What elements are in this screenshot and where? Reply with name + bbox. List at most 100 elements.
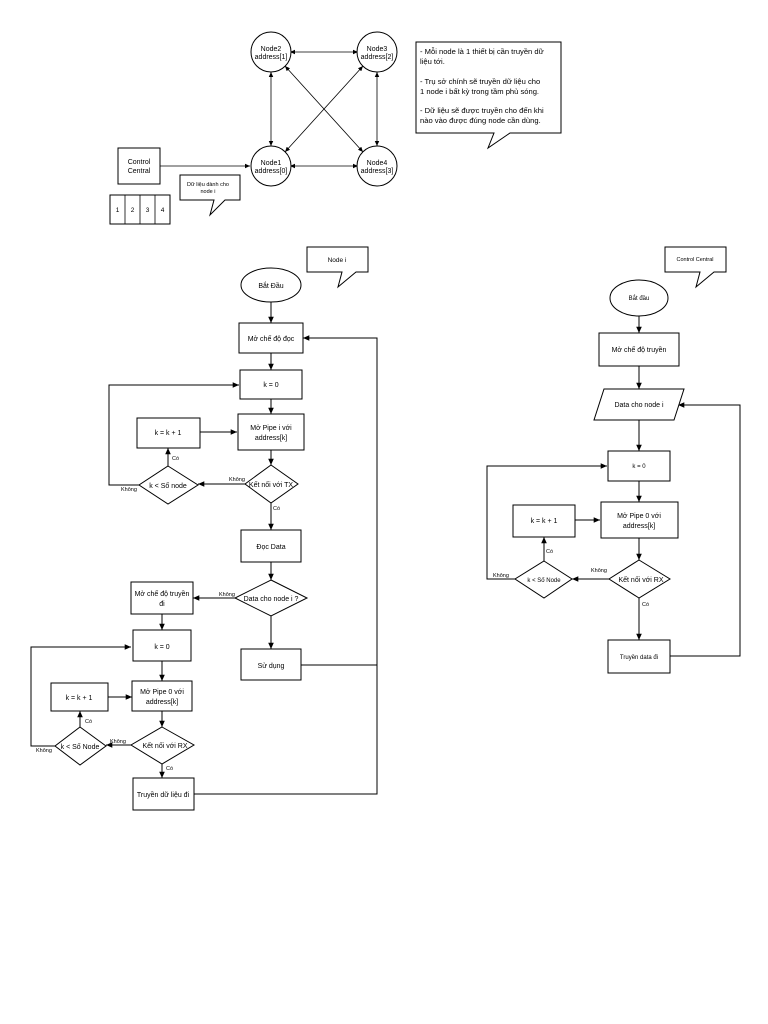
node1-address: address[0]: [255, 168, 288, 175]
node-open-pipe-line2: address[k]: [255, 435, 287, 442]
node4: Node4 address[3]: [356, 145, 398, 187]
node-open-pipe-line1: Mở Pipe i với: [250, 424, 292, 432]
control-start-label: Bắt đầu: [629, 295, 650, 302]
node-send-mode-line2: đi: [159, 601, 165, 608]
control-open-pipe: Mở Pipe 0 với address[k]: [600, 501, 679, 539]
node2-name: Node2: [261, 46, 282, 53]
edge-label-no: Không: [591, 568, 607, 574]
node-start-label: Bắt Đầu: [258, 281, 283, 290]
edge-label-yes: Có: [166, 766, 173, 772]
node-start: Bắt Đầu: [240, 267, 302, 303]
edge-label-yes: Có: [642, 602, 649, 608]
control-k-init: k = 0: [607, 450, 671, 482]
control-send-mode-label: Mở chế độ truyền: [612, 345, 667, 354]
node-read-mode: Mở chế độ đọc: [238, 322, 304, 354]
control-callout-text: Control Central: [677, 257, 714, 263]
control-label-line1: Control: [128, 159, 151, 166]
control-send: Truyền data đi: [607, 639, 671, 674]
network-topology: Node2 address[1] Node3 address[2] Node1 …: [109, 31, 562, 225]
node-open-pipe0-line1: Mở Pipe 0 với: [140, 688, 184, 696]
control-loop-check: k < Số Node: [514, 560, 573, 599]
description-line: nào vào được đúng node cần dùng.: [420, 116, 541, 125]
edge-label-no: Không: [36, 748, 52, 754]
buffer-cell: 1: [116, 207, 120, 214]
description-line: 1 node i bất kỳ trong tầm phủ sóng.: [420, 87, 539, 96]
description-line: - Trụ sở chính sẽ truyền dữ liệu cho: [420, 77, 540, 86]
control-k-inc-label: k = k + 1: [531, 518, 558, 525]
description-line: liệu tới.: [420, 57, 445, 66]
node-k-inc2-label: k = k + 1: [66, 695, 93, 702]
control-label-line2: Central: [128, 168, 151, 175]
node3-name: Node3: [367, 46, 388, 53]
node-tx-check-label: Kết nối với TX: [249, 480, 293, 489]
node-use: Sử dụng: [240, 648, 302, 681]
node-k-inc: k = k + 1: [136, 417, 201, 449]
description-callout: - Mỗi node là 1 thiết bị cần truyền dữ l…: [415, 41, 562, 150]
control-rx-check-label: Kết nối với RX: [618, 575, 663, 584]
node-k-init2-label: k = 0: [154, 644, 169, 651]
node3: Node3 address[2]: [356, 31, 398, 73]
node-tx-check: Kết nối với TX: [244, 464, 299, 504]
node-rx-check-label: Kết nối với RX: [142, 741, 187, 750]
control-open-pipe-line1: Mở Pipe 0 với: [617, 512, 661, 520]
node-read-data: Đọc Data: [240, 529, 302, 563]
buffer-cell: 4: [161, 207, 165, 214]
node4-name: Node4: [367, 160, 388, 167]
control-central-box: Control Central: [117, 147, 161, 185]
node-loop-check2: k < Số Node: [54, 726, 107, 766]
edge-label-no: Không: [219, 592, 235, 598]
buffer-note-line1: Dữ liệu dành cho: [187, 182, 229, 188]
node-rx-check: Kết nối với RX: [130, 726, 195, 765]
control-rx-check: Kết nối với RX: [608, 559, 671, 599]
node-read-mode-label: Mở chế độ đọc: [248, 334, 295, 343]
node-send: Truyền dữ liệu đi: [132, 777, 195, 811]
control-start: Bắt đầu: [609, 279, 669, 317]
control-send-label: Truyền data đi: [620, 655, 658, 661]
node-k-inc2: k = k + 1: [50, 682, 109, 712]
control-data-input: Data cho node i: [593, 388, 685, 421]
node-loop-check2-label: k < Số Node: [61, 742, 100, 751]
node-loop-check-label: k < Số node: [149, 481, 187, 490]
control-send-mode: Mở chế độ truyền: [598, 332, 680, 367]
control-k-inc: k = k + 1: [512, 504, 576, 538]
node2: Node2 address[1]: [250, 31, 292, 73]
node4-address: address[3]: [361, 168, 394, 175]
buffer-cell: 3: [146, 207, 150, 214]
control-flowchart: Control Central Bắt đầu Mở chế độ truyền…: [486, 246, 741, 674]
node-flowchart: Node i Bắt Đầu Mở chế độ đọc: [30, 246, 378, 811]
control-data-input-label: Data cho node i: [614, 402, 663, 409]
node-k-inc-label: k = k + 1: [155, 430, 182, 437]
node-read-data-label: Đọc Data: [256, 544, 285, 551]
node-open-pipe0: Mở Pipe 0 với address[k]: [131, 680, 193, 712]
control-loop-check-label: k < Số Node: [527, 578, 561, 584]
buffer-note-callout: Dữ liệu dành cho node i: [179, 174, 241, 217]
node1: Node1 address[0]: [250, 145, 292, 187]
edge-label-yes: Có: [85, 719, 92, 725]
node2-address: address[1]: [255, 54, 288, 61]
edge-label-yes: Có: [546, 549, 553, 555]
node-send-label: Truyền dữ liệu đi: [137, 790, 190, 799]
node-use-label: Sử dụng: [258, 662, 285, 670]
node-open-pipe: Mở Pipe i với address[k]: [237, 413, 305, 451]
buffer-note-line2: node i: [201, 189, 216, 195]
node-k-init2: k = 0: [132, 629, 192, 662]
control-open-pipe-line2: address[k]: [623, 523, 655, 530]
edge-label-no: Không: [493, 573, 509, 579]
node3-address: address[2]: [361, 54, 394, 61]
edge-label-yes: Có: [172, 456, 179, 462]
edge-label-no: Không: [121, 487, 137, 493]
edge-label-no: Không: [229, 477, 245, 483]
description-line: - Mỗi node là 1 thiết bị cần truyền dữ: [420, 47, 544, 56]
node-callout-text: Node i: [328, 257, 347, 264]
description-line: - Dữ liệu sẽ được truyền cho đến khi: [420, 106, 544, 115]
control-callout: Control Central: [664, 246, 727, 289]
node-send-mode: Mở chế độ truyền đi: [130, 581, 194, 615]
buffer-cell: 2: [131, 207, 135, 214]
node-k-init-label: k = 0: [263, 382, 278, 389]
edge-label-no: Không: [110, 739, 126, 745]
node-open-pipe0-line2: address[k]: [146, 699, 178, 706]
node-loop-check: k < Số node: [138, 465, 199, 505]
node-data-check-label: Data cho node i ?: [244, 596, 299, 603]
node1-name: Node1: [261, 160, 282, 167]
